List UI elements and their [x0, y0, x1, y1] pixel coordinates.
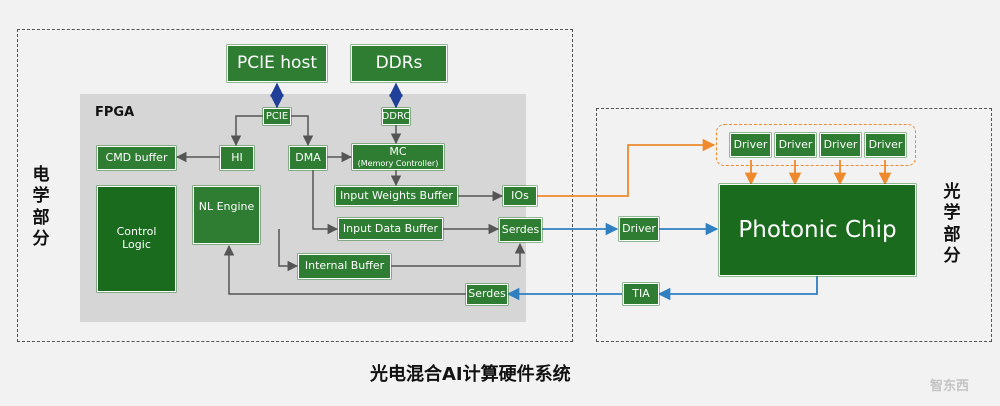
optical-label-char-1: 学 [943, 203, 961, 224]
driver-block-4: Driver [865, 133, 906, 157]
electrical-label: 电学部分 [26, 165, 56, 250]
hi-block: HI [220, 146, 254, 170]
serdes-to-nl [223, 244, 466, 295]
nl-to-internal [278, 229, 299, 272]
input-weights-buffer-block: Input Weights Buffer [335, 186, 458, 206]
watermark-logo: 智东西 [930, 379, 970, 394]
pcie-to-dma [291, 115, 314, 147]
control-logic-block: Control Logic [97, 186, 176, 292]
dma-block: DMA [289, 146, 327, 170]
mc-sublabel: (Memory Controller) [357, 158, 439, 168]
pcie-block: PCIE [263, 108, 291, 125]
nl-engine-label: NL Engine [198, 200, 255, 213]
pcie-to-hi [230, 115, 263, 147]
control-logic-label-2: Logic [122, 238, 151, 251]
ddrc-block: DDRC [382, 108, 410, 125]
serdes-bottom-block: Serdes [466, 284, 508, 305]
internal-buffer-block: Internal Buffer [298, 254, 391, 279]
optical-label-char-3: 分 [943, 245, 961, 266]
electrical-label-char-2: 部 [32, 207, 50, 228]
mc-block: MC (Memory Controller) [352, 144, 444, 170]
dma-to-data [312, 170, 339, 235]
cmd-buffer-block: CMD buffer [97, 146, 176, 170]
electrical-label-char-1: 学 [32, 186, 50, 207]
fpga-label: FPGA [95, 105, 135, 120]
photonic-chip-block: Photonic Chip [719, 184, 916, 276]
driver-block-2: Driver [775, 133, 816, 157]
optical-region [596, 108, 992, 342]
electrical-label-char-0: 电 [32, 165, 50, 185]
ios-to-drivers [537, 138, 716, 197]
driver-group [716, 124, 916, 166]
pcie-host-block: PCIE host [227, 45, 327, 82]
driver-link-block: Driver [619, 217, 659, 241]
optical-label-char-2: 部 [943, 224, 961, 245]
internal-to-serdes [391, 242, 526, 267]
chip-to-tia [657, 276, 818, 301]
mc-label: MC [389, 145, 407, 159]
electrical-label-char-3: 分 [32, 228, 50, 249]
electrical-region [17, 29, 573, 342]
driver-block-3: Driver [820, 133, 861, 157]
diagram-caption: 光电混合AI计算硬件系统 [370, 364, 571, 385]
ios-block: IOs [503, 186, 537, 206]
serdes-top-block: Serdes [499, 218, 542, 242]
nl-engine-block: NL Engine [193, 186, 260, 244]
input-data-buffer-block: Input Data Buffer [338, 218, 443, 240]
optical-label: 光学部分 [937, 182, 967, 267]
control-logic-label-1: Control [116, 225, 157, 239]
optical-label-char-0: 光 [943, 182, 961, 202]
tia-block: TIA [623, 283, 659, 305]
driver-block-1: Driver [730, 133, 771, 157]
ddrs-block: DDRs [351, 45, 447, 82]
